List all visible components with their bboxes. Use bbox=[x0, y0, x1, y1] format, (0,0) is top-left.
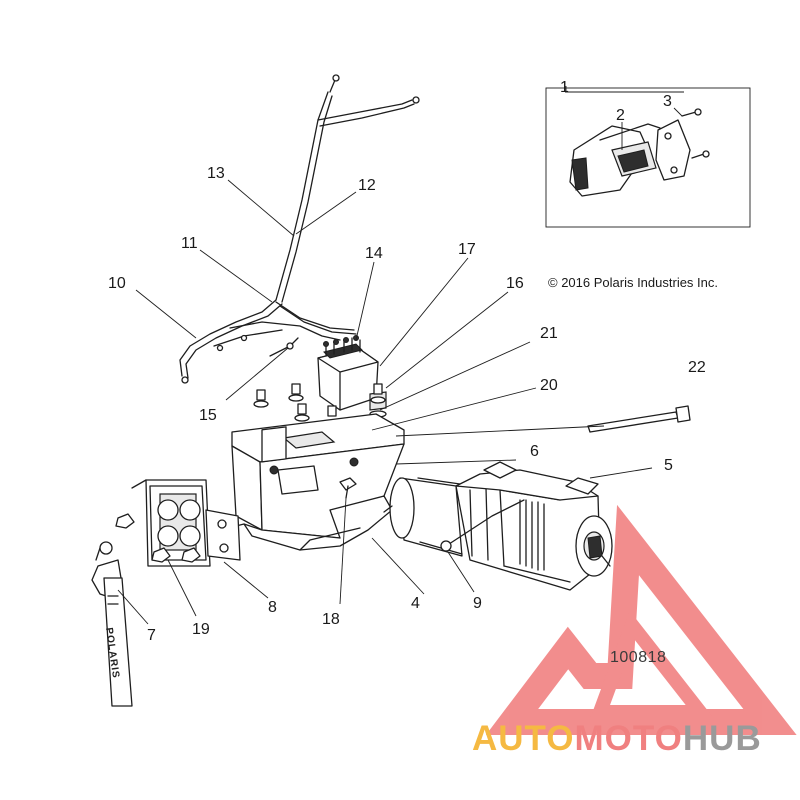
callout-20: 20 bbox=[540, 377, 558, 394]
callout-11: 11 bbox=[181, 235, 198, 252]
callout-1: 1 bbox=[560, 79, 569, 96]
copyright-text: © 2016 Polaris Industries Inc. bbox=[548, 275, 718, 290]
callout-14: 14 bbox=[365, 245, 383, 262]
callout-6: 6 bbox=[530, 443, 539, 460]
watermark-brand: AUTOMOTOHUB bbox=[472, 719, 762, 758]
callout-18: 18 bbox=[322, 611, 340, 628]
callout-16: 16 bbox=[506, 275, 524, 292]
callout-4: 4 bbox=[411, 595, 420, 612]
leader-lines bbox=[117, 86, 683, 625]
watermark-logo bbox=[485, 504, 797, 735]
mounting-plate-4 bbox=[219, 413, 405, 551]
callout-12: 12 bbox=[358, 177, 376, 194]
callout-3: 3 bbox=[663, 93, 672, 110]
brand-hub: HUB bbox=[683, 719, 762, 758]
screw-3b bbox=[691, 150, 710, 159]
callout-2: 2 bbox=[616, 107, 625, 124]
callout-21: 21 bbox=[540, 325, 558, 342]
fairlead-8 bbox=[115, 479, 241, 567]
callout-labels: 1 2 3 4 5 6 7 8 9 10 11 12 13 14 15 16 1… bbox=[108, 79, 706, 644]
callout-5: 5 bbox=[664, 457, 673, 474]
figure-number: 100818 bbox=[610, 649, 666, 666]
hook-strap-7: POLARIS bbox=[91, 541, 133, 707]
contactor-14 bbox=[317, 335, 387, 411]
callout-10: 10 bbox=[108, 275, 126, 292]
bolt-22 bbox=[587, 405, 691, 433]
callout-7: 7 bbox=[147, 627, 156, 644]
bolts-20-21 bbox=[253, 383, 387, 437]
callout-19: 19 bbox=[192, 621, 210, 638]
inset-box bbox=[545, 87, 751, 228]
brand-auto: AUTO bbox=[472, 719, 575, 758]
clip-15 bbox=[269, 337, 299, 357]
brand-moto: MOTO bbox=[575, 719, 683, 758]
watermark-inner-triangle bbox=[589, 610, 715, 719]
screw-3a bbox=[681, 108, 702, 117]
callout-13: 13 bbox=[207, 165, 225, 182]
cable-harness bbox=[179, 74, 420, 384]
callout-17: 17 bbox=[458, 241, 476, 258]
callout-15: 15 bbox=[199, 407, 217, 424]
callout-8: 8 bbox=[268, 599, 277, 616]
callout-22: 22 bbox=[688, 359, 706, 376]
callout-9: 9 bbox=[473, 595, 482, 612]
winch-assembly bbox=[383, 461, 613, 591]
